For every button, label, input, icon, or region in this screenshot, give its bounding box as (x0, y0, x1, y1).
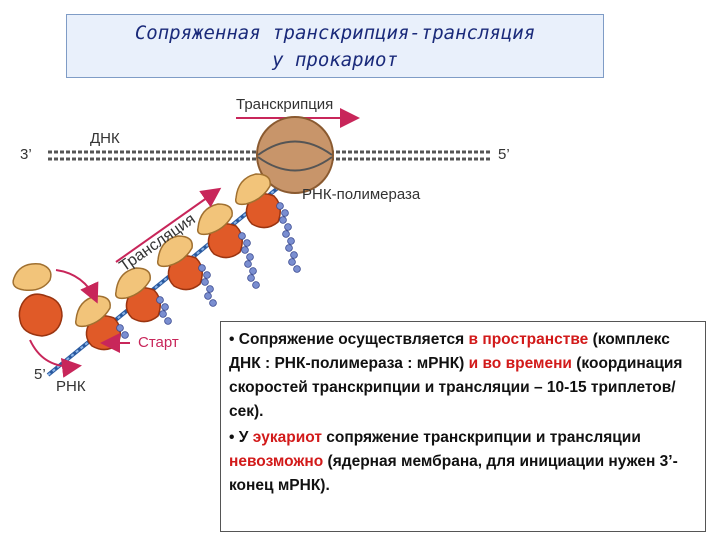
peptide-bead (244, 260, 252, 268)
peptide-bead (161, 303, 169, 311)
peptide-bead (246, 253, 254, 261)
peptide-bead (241, 246, 249, 254)
peptide-bead (290, 251, 298, 259)
peptide-bead (164, 317, 172, 325)
free-large-subunit (18, 293, 63, 337)
info-p2-eukaryotes: эукариот (252, 429, 322, 446)
info-box: • Сопряжение осуществляется в пространст… (220, 321, 706, 532)
ribosome-small-subunit (234, 173, 271, 206)
dna-label: ДНК (90, 130, 120, 147)
peptide-bead (281, 209, 289, 217)
info-p1-text-a: Сопряжение осуществляется (238, 331, 469, 348)
peptide-bead (209, 299, 217, 307)
transcription-label: Транскрипция (236, 96, 334, 113)
recycle-arrow-bottom (29, 339, 82, 378)
dna-left-end: 3’ (20, 146, 32, 163)
info-p2-text-a: У (234, 429, 253, 446)
peptide-bead (247, 274, 255, 282)
peptide-bead (282, 230, 290, 238)
start-label: Старт (138, 334, 179, 351)
peptide-bead (206, 285, 214, 293)
peptide-bead (159, 310, 167, 318)
peptide-bead (293, 265, 301, 273)
peptide-bead (285, 244, 293, 252)
ribosome (156, 235, 217, 307)
title-line-2: у прокариот (272, 49, 398, 71)
ribosome-small-subunit (114, 267, 151, 300)
recycle-arrow-top (55, 269, 99, 304)
peptide-bead (203, 271, 211, 279)
dna-right-end: 5’ (498, 146, 510, 163)
peptide-bead (204, 292, 212, 300)
info-p1-text-e: (координация скоростей транскрипции и тр… (229, 355, 683, 420)
peptide-bead (279, 216, 287, 224)
peptide-bead (156, 296, 164, 304)
rna-end: 5’ (34, 366, 46, 383)
peptide-bead (201, 278, 209, 286)
peptide-bead (249, 267, 257, 275)
rna-label: РНК (56, 378, 86, 395)
info-p2-text-c: сопряжение транскрипции и трансляции (321, 429, 641, 446)
title-line-1: Сопряженная транскрипция-трансляция (134, 22, 536, 44)
ribosomes (74, 173, 301, 351)
peptide-bead (287, 237, 295, 245)
peptide-bead (238, 232, 246, 240)
rna-polymerase-label: РНК-полимераза (302, 186, 421, 203)
ribosome-large-subunit (125, 287, 161, 323)
info-p1-in-space: в пространстве (468, 331, 589, 348)
peptide-bead (121, 331, 129, 339)
info-p1-in-time: и во времени (468, 355, 572, 372)
ribosome-small-subunit (196, 203, 233, 236)
info-p2-text-e: (ядерная мембрана, для инициации нужен 3… (229, 453, 678, 494)
info-paragraph-1: • Сопряжение осуществляется в пространст… (229, 328, 699, 424)
ribosome-large-subunit (207, 223, 243, 259)
peptide-bead (116, 324, 124, 332)
peptide-bead (243, 239, 251, 247)
ribosome (114, 267, 172, 325)
translation-arrow (115, 187, 222, 263)
ribosome (196, 203, 260, 289)
peptide-bead (288, 258, 296, 266)
title-box: Сопряженная транскрипция-трансляция у пр… (66, 14, 604, 78)
ribosome-large-subunit (245, 193, 281, 229)
info-p2-impossible: невозможно (229, 453, 324, 470)
peptide-bead (284, 223, 292, 231)
ribosome-small-subunit (156, 235, 193, 268)
peptide-bead (252, 281, 260, 289)
free-small-subunit (12, 263, 52, 292)
peptide-bead (198, 264, 206, 272)
peptide-bead (276, 202, 284, 210)
ribosome-large-subunit (167, 255, 203, 291)
info-p1-text-c: (комплекс ДНК : РНК-полимераза : мРНК) (229, 331, 670, 372)
ribosome (74, 295, 129, 351)
rna-polymerase (256, 116, 334, 194)
ribosome (234, 173, 301, 273)
info-paragraph-2: • У эукариот сопряжение транскрипции и т… (229, 426, 699, 498)
bullet-2: • (229, 429, 235, 446)
bullet-1: • (229, 331, 235, 348)
